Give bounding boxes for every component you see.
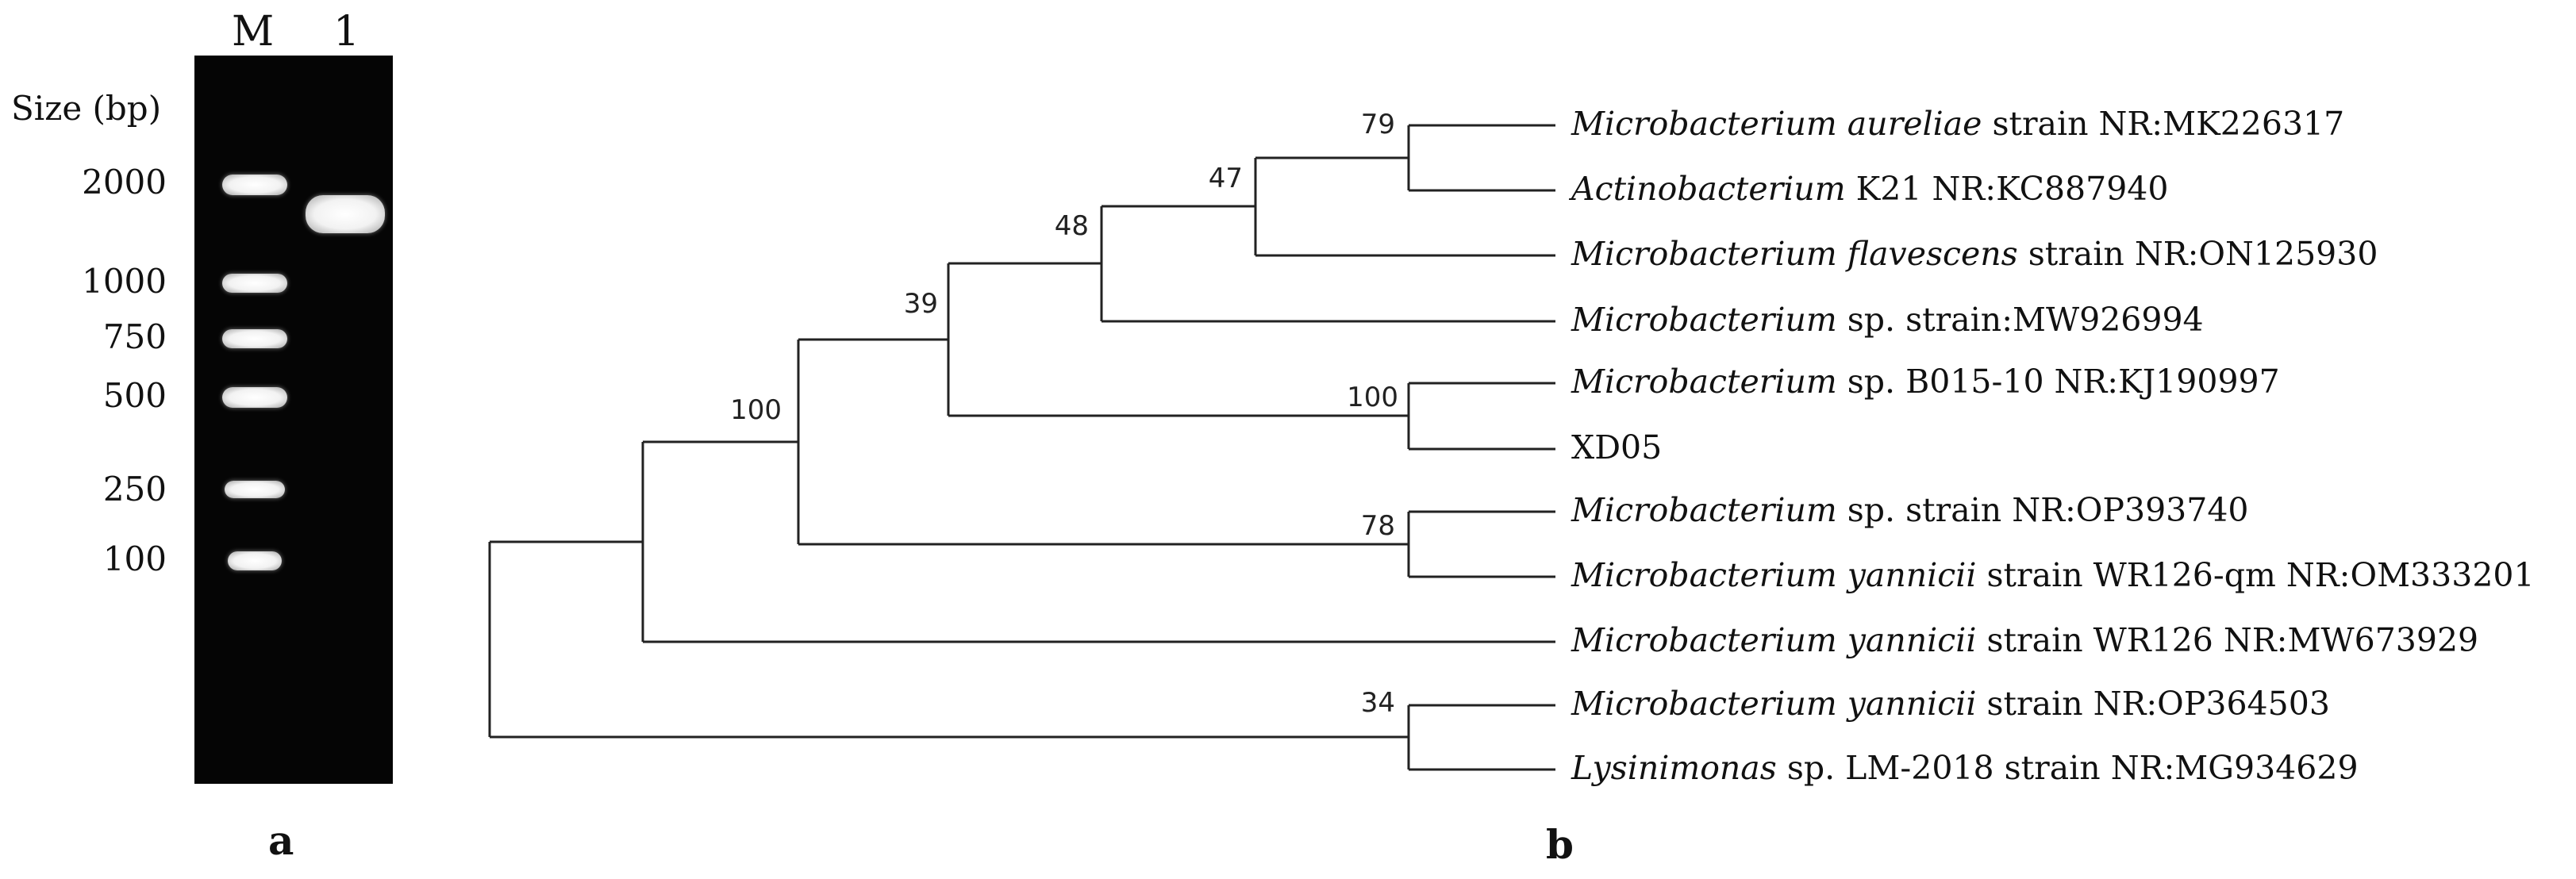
bootstrap-47: 47 <box>1209 163 1243 194</box>
branch-node-100 <box>797 338 1409 546</box>
tree-branches <box>488 124 1555 771</box>
branch-node-unlabeled <box>641 440 1555 643</box>
branch-node-79 <box>1407 124 1555 192</box>
ladder-band-1000 <box>222 274 287 293</box>
leaf-label: Microbacterium flavescens strain NR:ON12… <box>1571 235 2378 273</box>
branch-root <box>488 540 1409 739</box>
size-axis-title: Size (bp) <box>11 89 162 128</box>
leaf-label: Microbacterium yannicii strain NR:OP3645… <box>1571 685 2330 723</box>
sample-band <box>306 195 385 233</box>
panel-label-b: b <box>1546 821 1574 868</box>
size-label-250: 250 <box>102 470 167 509</box>
leaf-label: Microbacterium yannicii strain WR126 NR:… <box>1571 621 2478 659</box>
branch-node-48 <box>1100 205 1555 323</box>
size-label-500: 500 <box>102 376 167 415</box>
panel-label-a: a <box>268 817 294 864</box>
bootstrap-values: 79 47 48 39 100 100 78 34 <box>730 109 1398 719</box>
ladder-band-2000 <box>222 175 287 195</box>
bootstrap-39: 39 <box>904 288 938 320</box>
bootstrap-100-main: 100 <box>730 394 782 426</box>
gel-image <box>194 56 393 784</box>
bootstrap-79: 79 <box>1361 109 1395 140</box>
leaf-label: Microbacterium aureliae strain NR:MK2263… <box>1571 105 2344 143</box>
leaf-labels: Microbacterium aureliae strain NR:MK2263… <box>1568 105 2535 787</box>
bootstrap-100-xd05: 100 <box>1347 382 1398 413</box>
lane-label-sample: 1 <box>333 8 360 56</box>
ladder-band-750 <box>222 329 287 348</box>
branch-node-39 <box>947 262 1409 417</box>
bootstrap-78: 78 <box>1361 510 1395 542</box>
size-label-750: 750 <box>102 317 167 356</box>
size-label-100: 100 <box>102 539 167 578</box>
leaf-label: Actinobacterium K21 NR:KC887940 <box>1568 170 2168 208</box>
bootstrap-48: 48 <box>1055 210 1089 242</box>
bootstrap-34: 34 <box>1361 687 1395 719</box>
branch-node-78 <box>1407 510 1555 578</box>
branch-node-34 <box>1407 704 1555 771</box>
branch-node-47 <box>1254 156 1555 257</box>
leaf-label: Microbacterium sp. strain NR:OP393740 <box>1571 491 2249 529</box>
lane-label-marker: M <box>232 8 275 56</box>
leaf-label: Microbacterium sp. B015-10 NR:KJ190997 <box>1571 363 2280 401</box>
ladder-band-100 <box>228 551 282 570</box>
leaf-label: Microbacterium sp. strain:MW926994 <box>1571 301 2204 339</box>
size-label-1000: 1000 <box>82 262 167 301</box>
leaf-label: Microbacterium yannicii strain WR126-qm … <box>1571 556 2535 594</box>
ladder-band-250 <box>225 481 285 498</box>
size-label-2000: 2000 <box>82 163 167 202</box>
branch-node-100-xd05 <box>1407 382 1555 451</box>
leaf-label-xd05: XD05 <box>1571 428 1662 466</box>
leaf-label: Lysinimonas sp. LM-2018 strain NR:MG9346… <box>1571 749 2359 787</box>
ladder-band-500 <box>222 387 287 408</box>
